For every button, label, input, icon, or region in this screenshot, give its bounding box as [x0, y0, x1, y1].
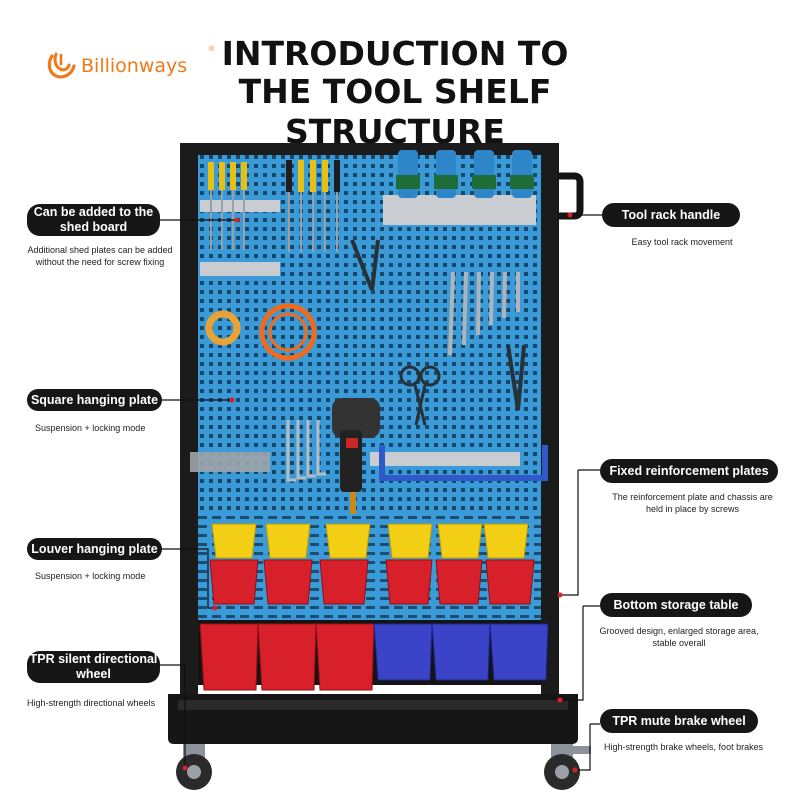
- tape-roll: [205, 310, 241, 346]
- hacksaw: [379, 445, 548, 481]
- shelf-frame: [180, 143, 559, 703]
- directional-wheel: [176, 744, 212, 790]
- handle-icon: [557, 172, 584, 220]
- callout-bottom-table-desc: Grooved design, enlarged storage area, s…: [599, 626, 759, 648]
- red-bins: [209, 559, 535, 605]
- callout-shed-board-desc: Additional shed plates can be added with…: [27, 245, 173, 267]
- brake-wheel: [544, 744, 591, 790]
- brand-registered-mark: ®: [209, 46, 215, 53]
- yellow-bins: [211, 523, 529, 559]
- callout-louver-plate-title: Louver hanging plate: [27, 538, 162, 560]
- callout-handle-desc: Easy tool rack movement: [631, 237, 733, 247]
- callout-tpr-directional-desc: High-strength directional wheels: [27, 698, 156, 708]
- page-title-line1: INTRODUCTION TO: [221, 34, 569, 73]
- callout-dots: [182, 212, 578, 773]
- callout-handle-title: Tool rack handle: [602, 203, 740, 227]
- scissors: [399, 365, 441, 426]
- combination-wrench-set: [190, 452, 270, 472]
- tool-holders: [200, 195, 536, 466]
- callout-tpr-directional-title: TPR silent directional wheel: [27, 651, 160, 683]
- spray-bottles: [396, 150, 534, 198]
- callout-square-plate-title: Square hanging plate: [27, 389, 162, 411]
- callout-lines: [160, 214, 602, 771]
- brand-logo: Billionways ®: [46, 46, 214, 80]
- wrenches: [448, 271, 520, 356]
- callout-tpr-brake-desc: High-strength brake wheels, foot brakes: [604, 742, 764, 752]
- callout-shed-board-title: Can be added to the shed board: [27, 204, 160, 236]
- brand-name: Billionways: [81, 55, 188, 77]
- pliers: [350, 239, 526, 411]
- callout-louver-plate-desc: Suspension + locking mode: [35, 571, 146, 581]
- drill: [332, 398, 380, 514]
- hex-keys: [286, 420, 326, 482]
- large-blue-bins: [373, 623, 549, 681]
- callout-reinforcement-desc: The reinforcement plate and chassis are …: [612, 492, 773, 514]
- hose-coil: [259, 303, 317, 361]
- brand-mark-icon: [47, 52, 76, 79]
- callout-tpr-brake-title: TPR mute brake wheel: [600, 709, 758, 733]
- callout-bottom-table-title: Bottom storage table: [600, 593, 752, 617]
- callout-reinforcement-title: Fixed reinforcement plates: [600, 459, 778, 483]
- callout-square-plate-desc: Suspension + locking mode: [35, 423, 146, 433]
- large-red-bins: [199, 623, 375, 691]
